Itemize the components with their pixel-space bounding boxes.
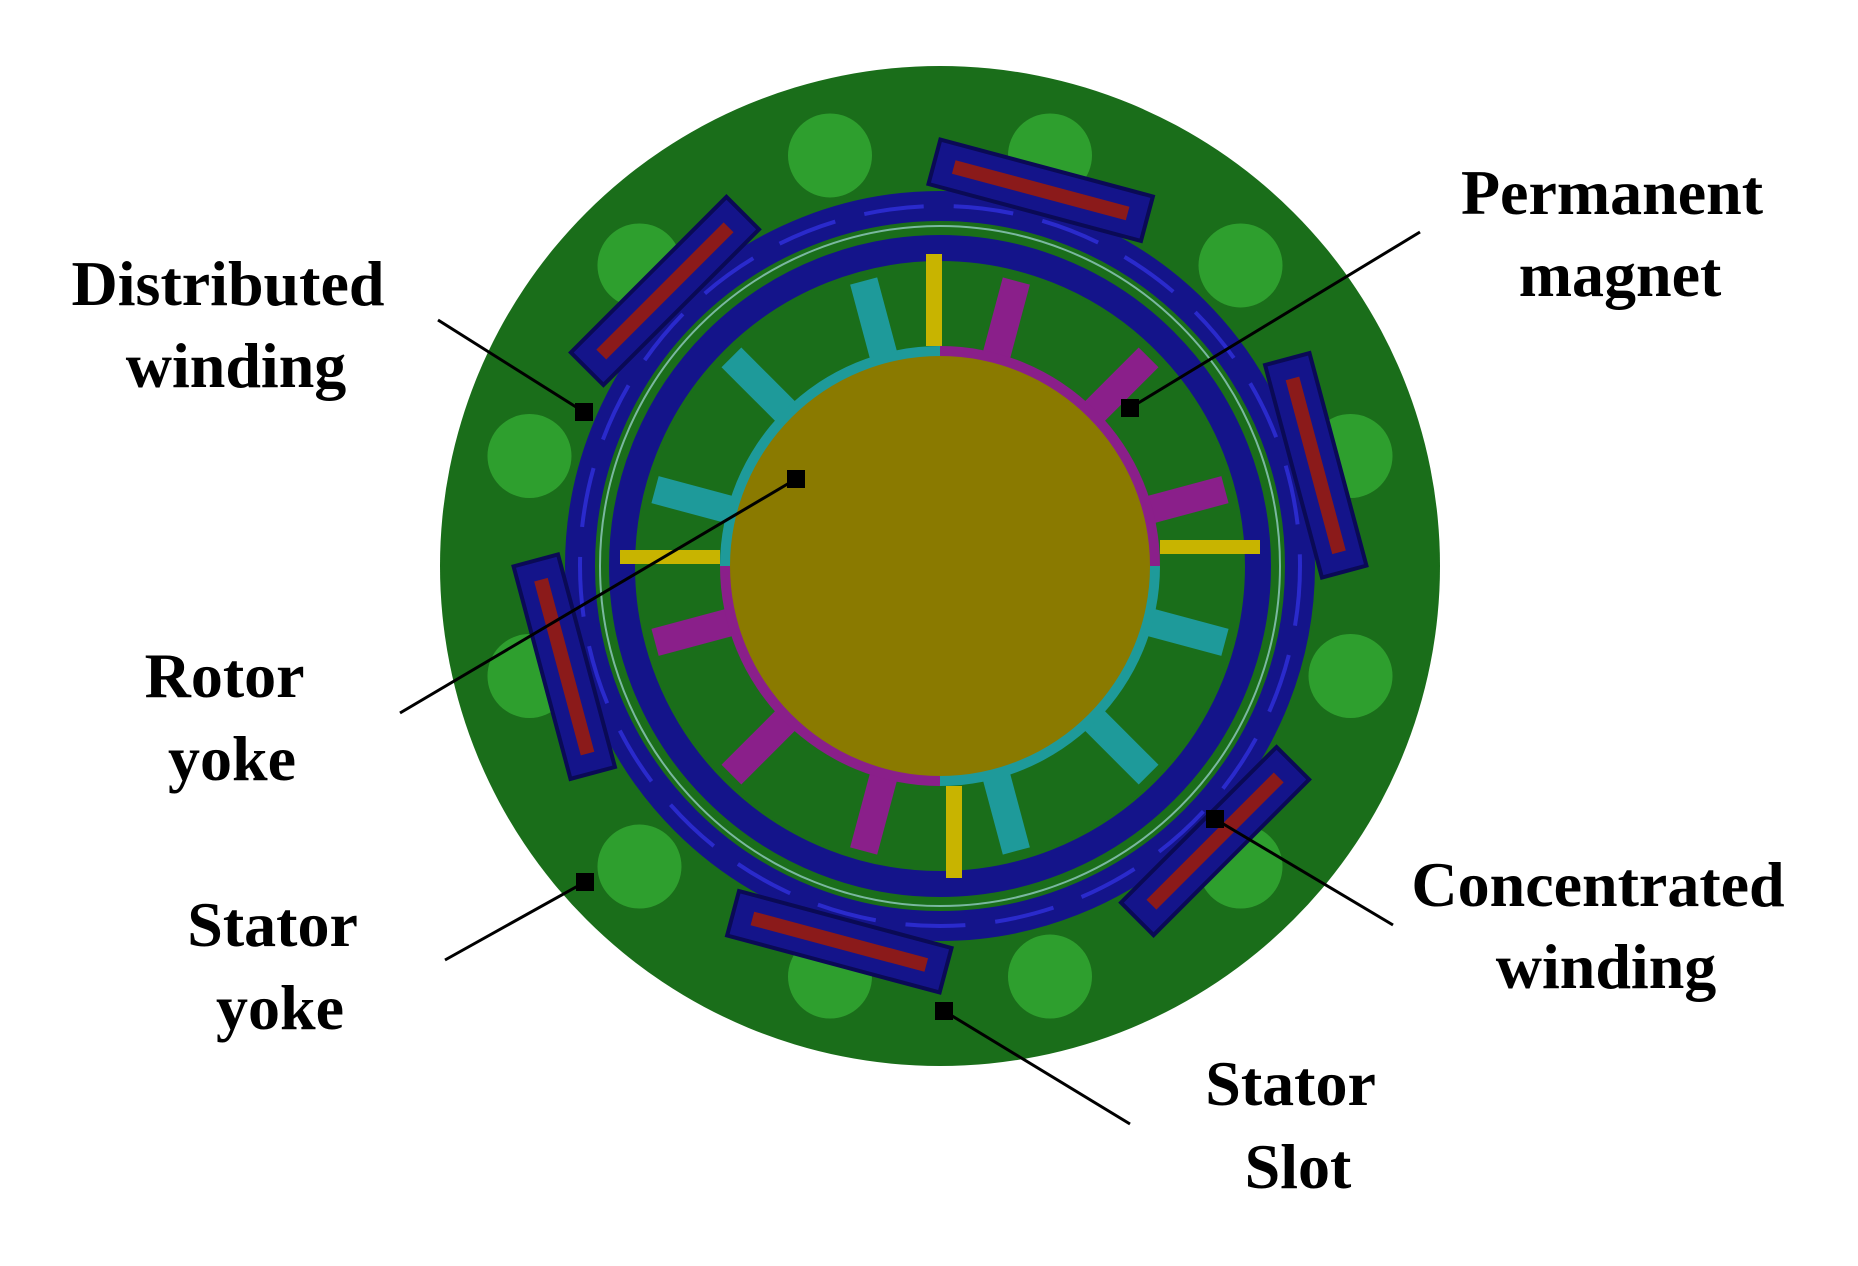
stator-slot bbox=[1198, 223, 1283, 308]
coil-conductor bbox=[951, 160, 1130, 221]
rotor-tooth-bar bbox=[651, 608, 736, 656]
stator-slot bbox=[487, 414, 572, 499]
rotor-tooth bbox=[982, 770, 1030, 855]
coil-conductor bbox=[596, 222, 734, 360]
rotor-tooth-bar bbox=[982, 277, 1030, 362]
label-permanent-magnet: Permanent magnet bbox=[1461, 157, 1779, 310]
leader-permanent-magnet bbox=[1129, 230, 1421, 410]
rotor-tooth-bar bbox=[721, 708, 798, 785]
rotor-tooth bbox=[651, 476, 736, 524]
rotor-teeth bbox=[651, 277, 1229, 855]
stator-slot bbox=[1007, 934, 1092, 1019]
marker-rotor-yoke bbox=[787, 470, 805, 488]
coil-conductor bbox=[750, 911, 929, 972]
rotor-tooth-bar bbox=[850, 277, 898, 362]
label-stator-yoke: Stator yoke bbox=[187, 889, 372, 1043]
concentrated-coil bbox=[1262, 350, 1369, 580]
marker-stator-yoke bbox=[576, 873, 594, 891]
air-gap-ring bbox=[599, 225, 1281, 907]
label-concentrated-winding-line1: Concentrated bbox=[1411, 849, 1784, 920]
rotor-tooth bbox=[1082, 347, 1159, 424]
stator-slot bbox=[1308, 633, 1393, 718]
rotor-tooth-bar bbox=[651, 476, 736, 524]
leader-markers bbox=[575, 399, 1224, 1020]
concentrated-coil bbox=[568, 194, 762, 388]
rotor-tooth-bar bbox=[850, 770, 898, 855]
marker-stator-slot bbox=[935, 1002, 953, 1020]
rotor-tooth-bar bbox=[1144, 476, 1229, 524]
leader-distributed-winding bbox=[437, 318, 585, 414]
label-stator-slot: Stator Slot bbox=[1205, 1048, 1390, 1202]
stator-slot bbox=[597, 824, 682, 909]
label-permanent-magnet-line2: magnet bbox=[1519, 239, 1722, 310]
marker-permanent-magnet bbox=[1121, 399, 1139, 417]
inner-winding-ring bbox=[609, 235, 1271, 897]
leader-rotor-yoke bbox=[399, 477, 797, 715]
leader-stator-slot bbox=[943, 1009, 1131, 1126]
label-stator-yoke-line1: Stator bbox=[187, 889, 357, 960]
rotor-tooth bbox=[721, 708, 798, 785]
label-distributed-winding-line1: Distributed bbox=[72, 248, 385, 319]
rotor-tooth bbox=[850, 770, 898, 855]
coil-conductor bbox=[1285, 376, 1346, 555]
leader-concentrated-winding bbox=[1214, 817, 1394, 927]
rotor-tooth bbox=[1144, 476, 1229, 524]
leader-lines bbox=[399, 230, 1421, 1126]
rotor-tooth bbox=[1082, 708, 1159, 785]
label-distributed-winding: Distributed winding bbox=[72, 248, 401, 401]
label-rotor-yoke-line2: yoke bbox=[168, 723, 296, 794]
concentrated-coil bbox=[926, 137, 1156, 244]
stator-slots bbox=[487, 113, 1393, 1019]
rotor-tooth bbox=[982, 277, 1030, 362]
concentrated-coil bbox=[724, 888, 954, 995]
rotor-tooth-bar bbox=[1082, 708, 1159, 785]
concentrated-coil bbox=[511, 552, 618, 782]
concentrated-coil bbox=[1118, 744, 1312, 938]
pole-gap-right bbox=[1160, 540, 1260, 554]
coil-conductor bbox=[1146, 772, 1284, 910]
label-concentrated-winding: Concentrated winding bbox=[1411, 849, 1800, 1002]
rotor-tooth bbox=[850, 277, 898, 362]
rotor-tooth bbox=[1144, 608, 1229, 656]
pole-gap-top bbox=[926, 254, 942, 346]
label-distributed-winding-line2: winding bbox=[126, 330, 347, 401]
rotor-tooth bbox=[651, 608, 736, 656]
rotor-tooth-bar bbox=[1082, 347, 1159, 424]
pole-gap-bottom bbox=[946, 786, 962, 878]
concentrated-windings bbox=[511, 137, 1369, 995]
stator-slot bbox=[788, 113, 873, 198]
coil-conductor bbox=[534, 577, 595, 756]
marker-concentrated-winding bbox=[1206, 810, 1224, 828]
leader-stator-yoke bbox=[444, 880, 586, 962]
label-stator-slot-line2: Slot bbox=[1245, 1131, 1352, 1202]
pole-gap-left bbox=[620, 550, 720, 564]
label-rotor-yoke: Rotor yoke bbox=[145, 640, 320, 794]
distributed-winding-ring-edge bbox=[578, 204, 1302, 928]
label-permanent-magnet-line1: Permanent bbox=[1461, 157, 1764, 228]
label-rotor-yoke-line1: Rotor bbox=[145, 640, 305, 711]
rotor-tooth bbox=[721, 347, 798, 424]
label-stator-slot-line1: Stator bbox=[1205, 1048, 1375, 1119]
label-concentrated-winding-line2: winding bbox=[1496, 931, 1717, 1002]
rotor-tooth-bar bbox=[1144, 608, 1229, 656]
label-stator-yoke-line2: yoke bbox=[216, 972, 344, 1043]
rotor-yoke-disc bbox=[730, 356, 1150, 776]
rotor-tooth-bar bbox=[721, 347, 798, 424]
rotor-tooth-bar bbox=[982, 770, 1030, 855]
marker-distributed-winding bbox=[575, 403, 593, 421]
